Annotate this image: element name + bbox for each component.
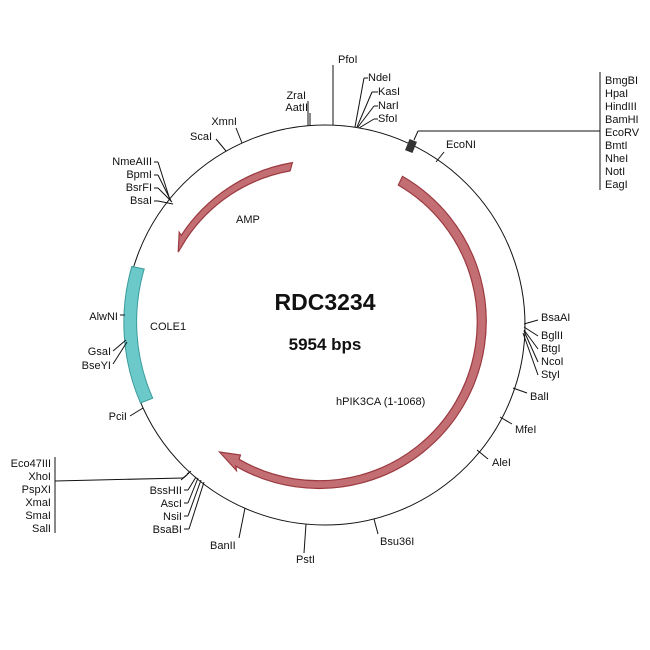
svg-text:BsaBI: BsaBI: [153, 524, 182, 536]
svg-text:NmeAIII: NmeAIII: [112, 156, 152, 168]
cole1-feature-block: [123, 265, 154, 404]
site-ncoi: NcoI: [523, 330, 564, 368]
mcs-left-site: Eco47III: [11, 458, 51, 470]
site-sfoi: SfoI: [358, 113, 398, 129]
site-banii: BanII: [210, 507, 246, 552]
mcs-right-site: NheI: [605, 153, 628, 165]
site-bsu36i: Bsu36I: [373, 518, 414, 548]
mcs-right-site: BmtI: [605, 140, 628, 152]
svg-text:PciI: PciI: [109, 411, 127, 423]
svg-text:NsiI: NsiI: [163, 511, 182, 523]
hpik3ca-label: hPIK3CA (1-1068): [336, 396, 425, 408]
svg-text:SfoI: SfoI: [378, 113, 398, 125]
mcs-left-site: XhoI: [28, 471, 51, 483]
site-pfoi: PfoI: [332, 54, 358, 125]
site-alei: AleI: [476, 449, 511, 469]
site-aatii: AatII: [285, 102, 311, 126]
svg-text:NarI: NarI: [378, 100, 399, 112]
svg-text:NcoI: NcoI: [541, 356, 564, 368]
svg-text:XmnI: XmnI: [211, 116, 237, 128]
svg-text:MfeI: MfeI: [515, 424, 536, 436]
mcs-right-site: NotI: [605, 166, 625, 178]
mcs-right-site: EagI: [605, 179, 628, 191]
site-psti: PstI: [296, 523, 315, 566]
site-bsshii: BssHII: [150, 476, 197, 497]
site-gsai: GsaI: [88, 339, 127, 358]
svg-text:BglII: BglII: [541, 330, 563, 342]
site-kasi: KasI: [356, 86, 400, 128]
svg-text:PstI: PstI: [296, 554, 315, 566]
svg-text:BalI: BalI: [530, 391, 549, 403]
mcs-right-site: BmgBI: [605, 75, 638, 87]
svg-text:AscI: AscI: [161, 498, 182, 510]
site-ndei: NdeI: [354, 72, 391, 128]
site-zrai: ZraI: [286, 90, 309, 126]
mcs-left-cluster: Eco47III XhoI PspXI XmaI SmaI SalI: [11, 457, 192, 535]
mcs-box: [405, 138, 417, 154]
amp-label: AMP: [236, 214, 260, 226]
svg-text:PfoI: PfoI: [338, 54, 358, 66]
svg-text:BsaAI: BsaAI: [541, 312, 570, 324]
site-bpmi: BpmI: [126, 169, 172, 202]
svg-text:AlwNI: AlwNI: [89, 311, 118, 323]
site-nmeaiii: NmeAIII: [112, 156, 171, 201]
svg-text:BanII: BanII: [210, 540, 236, 552]
svg-text:BseYI: BseYI: [82, 360, 111, 372]
site-nari: NarI: [357, 100, 399, 128]
svg-text:BpmI: BpmI: [126, 169, 152, 181]
site-pcii: PciI: [109, 407, 144, 423]
site-alwni: AlwNI: [89, 311, 125, 323]
site-btgi: BtgI: [523, 329, 561, 355]
site-bsai: BsaI: [130, 195, 174, 207]
svg-text:StyI: StyI: [541, 369, 560, 381]
svg-text:ZraI: ZraI: [286, 90, 306, 102]
svg-text:AleI: AleI: [492, 457, 511, 469]
site-bali: BalI: [512, 387, 549, 403]
mcs-right-site: EcoRV: [605, 127, 640, 139]
svg-text:BtgI: BtgI: [541, 343, 561, 355]
svg-text:GsaI: GsaI: [88, 346, 111, 358]
site-scai: ScaI: [190, 131, 227, 152]
plasmid-size: 5954 bps: [289, 335, 362, 354]
svg-text:ScaI: ScaI: [190, 131, 212, 143]
plasmid-name: RDC3234: [275, 289, 376, 315]
mcs-right-site: HpaI: [605, 88, 628, 100]
site-styi: StyI: [522, 332, 560, 381]
site-bsaai: BsaAI: [523, 312, 570, 325]
site-mfei: MfeI: [499, 416, 536, 436]
svg-text:Bsu36I: Bsu36I: [380, 536, 414, 548]
svg-text:KasI: KasI: [378, 86, 400, 98]
site-econi: EcoNI: [435, 139, 476, 163]
site-xmni: XmnI: [211, 116, 243, 144]
mcs-left-site: SmaI: [25, 510, 51, 522]
svg-text:BssHII: BssHII: [150, 485, 182, 497]
site-nsii: NsiI: [163, 479, 202, 523]
svg-text:NdeI: NdeI: [368, 72, 391, 84]
site-bglii: BglII: [523, 326, 563, 342]
mcs-left-site: XmaI: [25, 497, 51, 509]
svg-text:AatII: AatII: [285, 102, 308, 114]
svg-text:EcoNI: EcoNI: [446, 139, 476, 151]
cole1-label: COLE1: [150, 321, 186, 333]
site-bsabi: BsaBI: [153, 481, 205, 536]
hpik3ca-feature-arrow: [217, 175, 487, 490]
mcs-right-site: BamHI: [605, 114, 639, 126]
mcs-left-site: SalI: [32, 523, 51, 535]
amp-feature-arrow: [177, 161, 294, 253]
svg-text:BsaI: BsaI: [130, 195, 152, 207]
site-bsrfi: BsrFI: [126, 182, 173, 203]
site-bseyi: BseYI: [82, 341, 128, 372]
mcs-right-cluster: BmgBI HpaI HindIII BamHI EcoRV BmtI NheI…: [413, 72, 640, 191]
site-asci: AscI: [161, 477, 199, 510]
mcs-right-site: HindIII: [605, 101, 637, 113]
svg-text:BsrFI: BsrFI: [126, 182, 152, 194]
mcs-left-site: PspXI: [22, 484, 51, 496]
